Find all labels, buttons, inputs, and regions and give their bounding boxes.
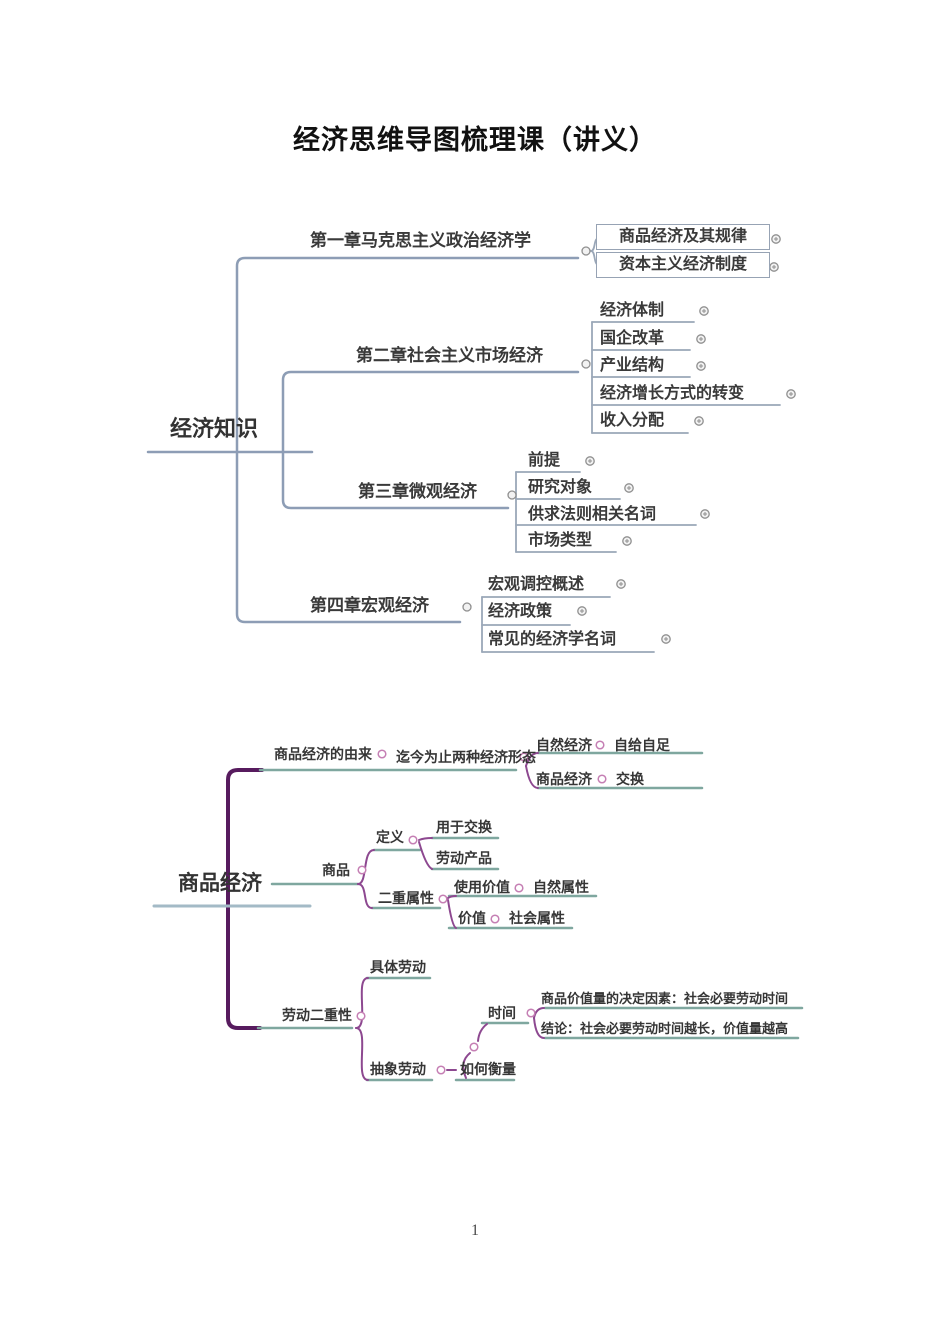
node-dot-icon xyxy=(408,835,418,845)
map1-chapter-1-child-1: 资本主义经济制度 xyxy=(596,252,770,278)
map1-chapter-2: 第二章社会主义市场经济 xyxy=(356,346,543,365)
expand-icon xyxy=(577,606,587,616)
node-dot-icon xyxy=(581,359,591,369)
map2-value: 价值 xyxy=(458,910,486,926)
map2-underlines xyxy=(256,751,804,1082)
node-dot-icon xyxy=(526,1008,536,1018)
node-dot-icon xyxy=(581,246,591,256)
map2-form-commodity-feature: 交换 xyxy=(616,771,644,787)
map1-chapter-2-child-4: 收入分配 xyxy=(600,412,665,429)
node-dot-icon xyxy=(438,894,448,904)
node-dot-icon xyxy=(357,865,367,875)
map1-chapter-4-child-0: 宏观调控概述 xyxy=(488,576,585,593)
map2-use-value-attr: 自然属性 xyxy=(533,879,589,895)
expand-icon xyxy=(769,262,779,272)
node-dot-icon xyxy=(595,740,605,750)
map2-how-to-measure: 如何衡量 xyxy=(460,1061,516,1077)
map1-chapter-2-child-1: 国企改革 xyxy=(600,330,665,347)
expand-icon xyxy=(694,416,704,426)
expand-icon xyxy=(624,483,634,493)
node-dot-icon xyxy=(377,749,387,759)
page-number: 1 xyxy=(471,1222,479,1239)
map2-value-attr: 社会属性 xyxy=(509,910,565,926)
map1-root: 经济知识 xyxy=(170,416,259,441)
expand-icon xyxy=(696,361,706,371)
map1-chapter-2-child-2: 产业结构 xyxy=(600,357,665,374)
node-dot-icon xyxy=(462,602,472,612)
map1-chapter-3-child-2: 供求法则相关名词 xyxy=(528,506,657,523)
map1-chapter-2-child-0: 经济体制 xyxy=(600,302,665,319)
map2-abstract-labor: 抽象劳动 xyxy=(370,1061,426,1077)
map2-time: 时间 xyxy=(488,1005,516,1021)
map2-form-commodity: 商品经济 xyxy=(536,771,592,787)
expand-icon xyxy=(696,334,706,344)
node-dot-icon xyxy=(356,1011,366,1021)
node-dot-icon xyxy=(514,883,524,893)
node-dot-icon xyxy=(469,1042,479,1052)
map2-concrete-labor: 具体劳动 xyxy=(370,959,426,975)
map2-root: 商品经济 xyxy=(178,872,262,895)
expand-icon xyxy=(661,634,671,644)
map1-branch-lines xyxy=(146,256,580,624)
node-dot-icon xyxy=(436,1065,446,1075)
map1-child-lines xyxy=(481,237,781,653)
map1-chapter-3-child-3: 市场类型 xyxy=(528,532,593,549)
map2-origin-child: 迄今为止两种经济形态 xyxy=(396,749,536,765)
expand-icon xyxy=(616,579,626,589)
map2-use-value: 使用价值 xyxy=(454,879,510,895)
map2-definition-item-0: 用于交换 xyxy=(436,819,492,835)
map1-chapter-3-child-1: 研究对象 xyxy=(528,479,593,496)
map2-dual-attributes: 二重属性 xyxy=(378,890,434,906)
map2-definition-item-1: 劳动产品 xyxy=(436,850,492,866)
node-dot-icon xyxy=(490,914,500,924)
map2-labor-duality: 劳动二重性 xyxy=(282,1007,352,1023)
expand-icon xyxy=(700,509,710,519)
map2-branch-curves xyxy=(355,752,545,1081)
map1-chapter-3-child-0: 前提 xyxy=(528,452,561,469)
map1-chapter-4-child-1: 经济政策 xyxy=(488,603,553,620)
map2-definition: 定义 xyxy=(376,829,404,845)
map2-commodity: 商品 xyxy=(322,862,350,878)
map2-trunk-lines xyxy=(226,768,264,1030)
map1-chapter-1: 第一章马克思主义政治经济学 xyxy=(310,231,531,250)
map1-chapter-4: 第四章宏观经济 xyxy=(310,596,429,615)
map1-chapter-2-child-3: 经济增长方式的转变 xyxy=(600,385,745,402)
map2-form-natural-feature: 自给自足 xyxy=(614,737,670,753)
map1-chapter-3: 第三章微观经济 xyxy=(358,482,477,501)
map2-form-natural: 自然经济 xyxy=(536,737,592,753)
page-title: 经济思维导图梳理课（讲义） xyxy=(293,125,657,155)
node-dot-icon xyxy=(597,774,607,784)
expand-icon xyxy=(771,234,781,244)
map2-result-0: 商品价值量的决定因素：社会必要劳动时间 xyxy=(541,991,789,1006)
node-dot-icon xyxy=(507,490,517,500)
expand-icon xyxy=(622,536,632,546)
map1-chapter-1-child-0: 商品经济及其规律 xyxy=(596,224,770,250)
map1-chapter-4-child-2: 常见的经济学名词 xyxy=(488,631,617,648)
expand-icon xyxy=(786,389,796,399)
map2-result-1: 结论：社会必要劳动时间越长，价值量越高 xyxy=(541,1021,789,1036)
map2-origin: 商品经济的由来 xyxy=(274,746,372,762)
expand-icon xyxy=(585,456,595,466)
expand-icon xyxy=(699,306,709,316)
